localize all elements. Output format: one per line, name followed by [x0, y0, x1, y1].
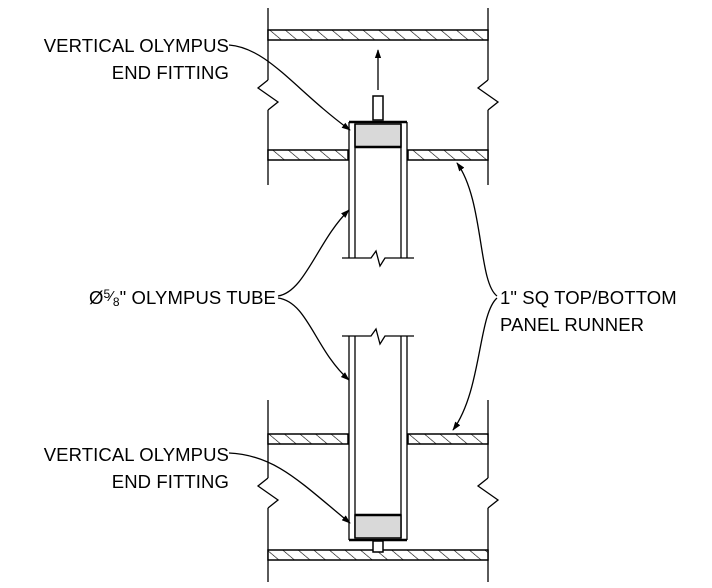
label-olympus-tube: Ø5⁄8" OLYMPUS TUBE — [89, 287, 276, 309]
top-end-fitting — [354, 123, 402, 148]
tube-label-suffix: " OLYMPUS TUBE — [120, 287, 276, 308]
bottom-panel-runner-upper-right — [407, 433, 489, 445]
label-top-fitting-line2: END FITTING — [112, 62, 229, 83]
bottom-panel-runner-upper-left — [267, 433, 349, 445]
leader-top-fitting — [228, 44, 351, 131]
frame-right-edge — [476, 8, 500, 582]
frame-left-edge — [256, 8, 280, 582]
top-olympus-tube — [342, 95, 414, 268]
tube-fraction-slash: ⁄ — [106, 288, 115, 305]
tube-fraction-numerator: 5 — [103, 287, 110, 301]
top-tube-break-line — [342, 249, 414, 268]
leader-runner-upper — [456, 162, 498, 297]
leader-tube-upper — [277, 209, 350, 297]
top-panel-runner-upper — [267, 29, 489, 41]
top-fitting-pin — [372, 95, 384, 121]
tube-diameter-symbol: Ø — [89, 287, 104, 308]
label-top-fitting-line1: VERTICAL OLYMPUS — [44, 35, 229, 56]
bottom-fitting-pin — [372, 540, 384, 553]
bottom-olympus-tube — [342, 327, 414, 553]
bottom-end-fitting — [354, 514, 402, 539]
label-bottom-fitting-line2: END FITTING — [112, 471, 229, 492]
label-runner-line1: 1" SQ TOP/BOTTOM — [500, 287, 677, 308]
tube-fraction-denominator: 8 — [113, 295, 120, 309]
leaders — [228, 44, 498, 524]
leader-tube-lower — [277, 297, 350, 381]
label-runner-line2: PANEL RUNNER — [500, 314, 644, 335]
bottom-tube-break-line — [342, 327, 414, 346]
leader-runner-lower — [452, 297, 498, 431]
label-bottom-fitting-line1: VERTICAL OLYMPUS — [44, 444, 229, 465]
top-panel-runner-lower-right — [407, 149, 489, 161]
top-panel-runner-lower-left — [267, 149, 349, 161]
leader-bottom-fitting — [228, 452, 351, 524]
